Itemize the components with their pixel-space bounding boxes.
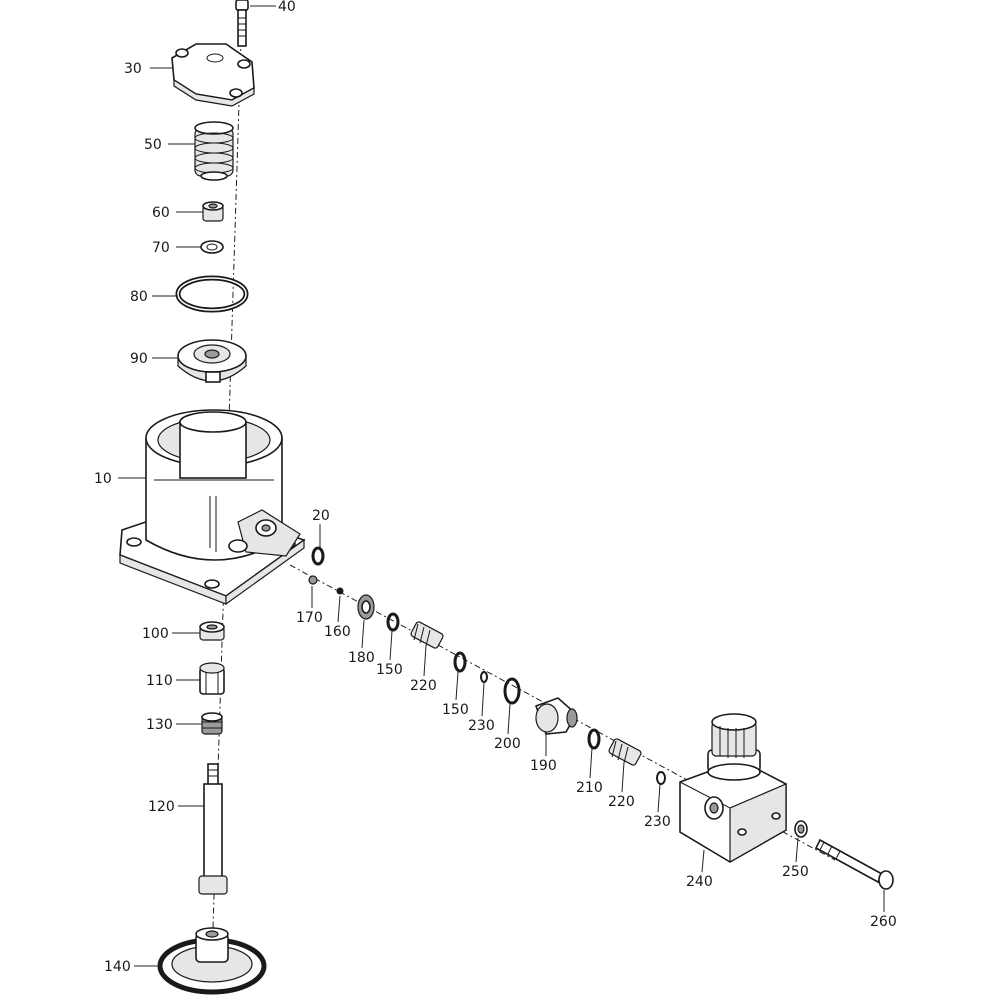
callout-140: 140 <box>104 959 131 975</box>
part-260-bolt[interactable] <box>814 838 894 890</box>
callout-180: 180 <box>348 650 375 666</box>
part-10-housing[interactable] <box>119 409 306 606</box>
part-20-o-ring[interactable] <box>311 546 325 566</box>
callout-220b: 220 <box>608 794 635 810</box>
part-30-cover[interactable] <box>171 43 255 107</box>
callout-130: 130 <box>146 717 173 733</box>
part-210-o-ring[interactable] <box>587 728 601 750</box>
part-240-regulator[interactable] <box>679 713 787 864</box>
callout-150a: 150 <box>376 662 403 678</box>
callout-100: 100 <box>142 626 169 642</box>
part-220-fitting-a[interactable] <box>410 621 444 649</box>
leader-lines <box>118 5 885 967</box>
part-110-sleeve[interactable] <box>199 662 225 695</box>
callout-220a: 220 <box>410 678 437 694</box>
part-80-o-ring[interactable] <box>175 275 249 313</box>
part-160-ball[interactable] <box>336 587 344 595</box>
callout-260: 260 <box>870 914 897 930</box>
callout-230a: 230 <box>468 718 495 734</box>
part-200-o-ring[interactable] <box>503 677 521 705</box>
callout-labels: 40 30 50 60 70 80 90 10 20 170 160 180 1… <box>94 0 897 975</box>
callout-150b: 150 <box>442 702 469 718</box>
callout-80: 80 <box>130 289 148 305</box>
callout-90: 90 <box>130 351 148 367</box>
callout-170: 170 <box>296 610 323 626</box>
callout-60: 60 <box>152 205 170 221</box>
part-230-o-ring-b[interactable] <box>656 771 666 785</box>
part-150-o-ring-b[interactable] <box>453 651 467 673</box>
part-70-washer[interactable] <box>200 240 224 254</box>
callout-160: 160 <box>324 624 351 640</box>
callout-10: 10 <box>94 471 112 487</box>
callout-250: 250 <box>782 864 809 880</box>
callout-190: 190 <box>530 758 557 774</box>
callout-30: 30 <box>124 61 142 77</box>
part-130-spring-nut[interactable] <box>201 712 223 735</box>
part-40-bolt[interactable] <box>235 0 249 47</box>
part-120-stem[interactable] <box>198 763 228 895</box>
callout-230b: 230 <box>644 814 671 830</box>
part-170-ball[interactable] <box>308 575 318 585</box>
callout-110: 110 <box>146 673 173 689</box>
part-250-washer[interactable] <box>794 820 808 838</box>
callout-120: 120 <box>148 799 175 815</box>
callout-70: 70 <box>152 240 170 256</box>
part-220-fitting-b[interactable] <box>608 738 642 766</box>
part-60-nut[interactable] <box>202 201 224 222</box>
part-230-o-ring-a[interactable] <box>480 671 488 683</box>
callout-20: 20 <box>312 508 330 524</box>
part-90-piston[interactable] <box>177 339 247 383</box>
callout-50: 50 <box>144 137 162 153</box>
part-50-spring[interactable] <box>194 121 234 181</box>
callout-210: 210 <box>576 780 603 796</box>
callout-240: 240 <box>686 874 713 890</box>
part-180-seat[interactable] <box>357 594 375 620</box>
part-140-diaphragm[interactable] <box>157 927 267 995</box>
part-150-o-ring-a[interactable] <box>386 612 400 632</box>
callout-200: 200 <box>494 736 521 752</box>
part-190-cap[interactable] <box>534 697 578 735</box>
part-100-nut[interactable] <box>199 621 225 641</box>
callout-40: 40 <box>278 0 296 15</box>
